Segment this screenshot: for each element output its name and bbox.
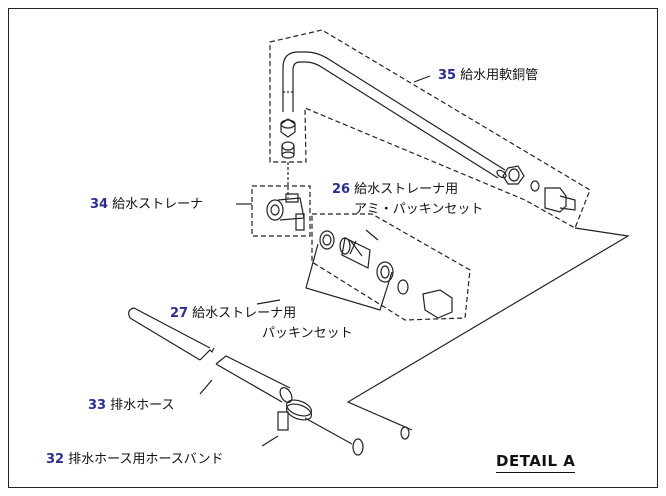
callout-33-number: 33 [88, 398, 107, 413]
copper-tube [282, 51, 507, 179]
callout-27-number: 27 [170, 306, 189, 321]
callout-32-number: 32 [46, 452, 65, 467]
callout-27-label-line1: 給水ストレーナ用 [192, 306, 297, 321]
tube-end-fittings [502, 165, 576, 213]
callout-26-line2: アミ・パッキンセット [354, 202, 484, 217]
callout-26-number: 26 [332, 182, 351, 197]
group-35-outline [269, 29, 591, 229]
hose-band [277, 399, 313, 431]
callout-35-label: 給水用軟銅管 [460, 68, 539, 83]
callout-34-label: 給水ストレーナ [112, 197, 204, 212]
strainer-body [266, 193, 305, 231]
packing-and-mesh [319, 230, 453, 319]
callout-35-number: 35 [438, 68, 457, 83]
callout-27-line2: パッキンセット [262, 326, 353, 341]
leader-lines [199, 75, 630, 456]
detail-title: DETAIL A [496, 452, 576, 473]
callout-26-label-line1: 給水ストレーナ用 [354, 182, 459, 197]
drain-hose [128, 307, 293, 403]
diagram-frame [8, 8, 658, 488]
group-26-outline [311, 213, 471, 321]
callout-33-label: 排水ホース [110, 398, 175, 413]
group-27-bracket [305, 243, 393, 311]
callout-32-label: 排水ホース用ホースバンド [68, 452, 224, 467]
callout-34-number: 34 [90, 197, 109, 212]
group-34-outline [251, 185, 311, 237]
tube-nut [280, 118, 296, 159]
